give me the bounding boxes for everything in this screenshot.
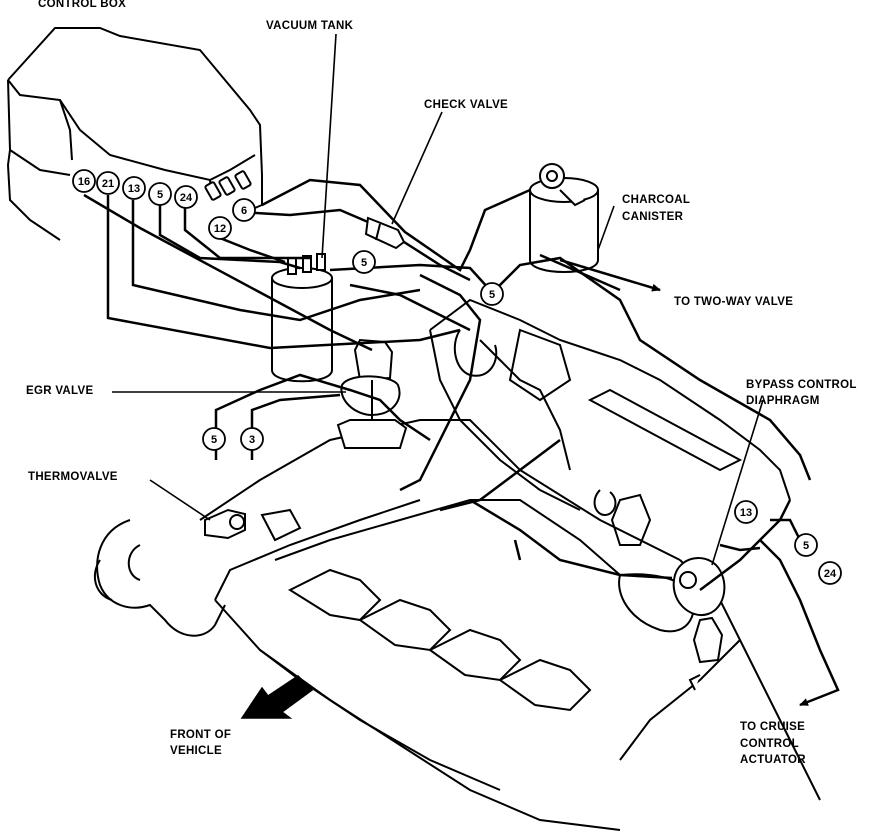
hose-6-label: 6 xyxy=(241,205,247,217)
hose-21: 21 xyxy=(96,171,120,195)
hose-5-check: 5 xyxy=(352,250,376,274)
hose-21-label: 21 xyxy=(102,178,114,190)
charcoal-canister xyxy=(529,163,599,273)
label-egr-valve: EGR VALVE xyxy=(26,385,94,397)
label-diaphragm: DIAPHRAGM xyxy=(746,395,820,407)
hose-24-right-label: 24 xyxy=(824,568,837,580)
hose-13-right-label: 13 xyxy=(740,507,752,519)
hose-5-left-label: 5 xyxy=(211,434,217,446)
label-actuator: ACTUATOR xyxy=(740,754,806,766)
hose-13-right: 13 xyxy=(734,500,758,524)
label-front-of: FRONT OF xyxy=(170,729,232,741)
hose-12-label: 12 xyxy=(214,223,226,235)
hose-5-right: 5 xyxy=(794,533,818,557)
hose-12: 12 xyxy=(208,216,232,240)
hose-16: 16 xyxy=(72,169,96,193)
hose-5: 5 xyxy=(148,182,172,206)
hose-24-right: 24 xyxy=(818,561,842,585)
control-box-connectors xyxy=(204,170,252,201)
hose-5-mid-label: 5 xyxy=(489,289,495,301)
hose-13-label: 13 xyxy=(128,183,140,195)
hose-5-mid: 5 xyxy=(480,282,504,306)
hose-5-left: 5 xyxy=(202,427,226,451)
hose-5-label: 5 xyxy=(157,189,163,201)
hose-13: 13 xyxy=(122,176,146,200)
label-control: CONTROL xyxy=(740,738,799,750)
label-to-cruise: TO CRUISE xyxy=(740,721,806,733)
label-vacuum-tank: VACUUM TANK xyxy=(266,20,354,32)
check-valve xyxy=(364,216,406,250)
label-vehicle: VEHICLE xyxy=(170,745,222,757)
label-canister: CANISTER xyxy=(622,211,684,223)
hose-6: 6 xyxy=(232,198,256,222)
callout-leaders xyxy=(112,33,764,566)
label-to-two-way-valve: TO TWO-WAY VALVE xyxy=(674,296,794,308)
intake-manifold xyxy=(429,298,791,546)
label-charcoal: CHARCOAL xyxy=(622,194,691,206)
label-check-valve: CHECK VALVE xyxy=(424,99,509,111)
control-box xyxy=(6,27,263,241)
hose-16-label: 16 xyxy=(78,176,90,188)
hose-5-right-label: 5 xyxy=(803,540,809,552)
label-thermovalve: THERMOVALVE xyxy=(28,471,118,483)
hose-24: 24 xyxy=(174,185,198,209)
label-bypass-control: BYPASS CONTROL xyxy=(746,379,857,391)
egr-valve xyxy=(336,338,408,449)
hose-5-check-label: 5 xyxy=(361,257,367,269)
label-control-box: CONTROL BOX xyxy=(38,0,127,10)
front-arrow-icon xyxy=(240,675,314,719)
bypass-control-diaphragm xyxy=(672,556,726,691)
vacuum-hoses xyxy=(83,178,840,707)
hose-24-label: 24 xyxy=(180,192,193,204)
hose-3: 3 xyxy=(240,427,264,451)
thermovalve xyxy=(204,508,302,542)
hose-3-label: 3 xyxy=(249,434,255,446)
